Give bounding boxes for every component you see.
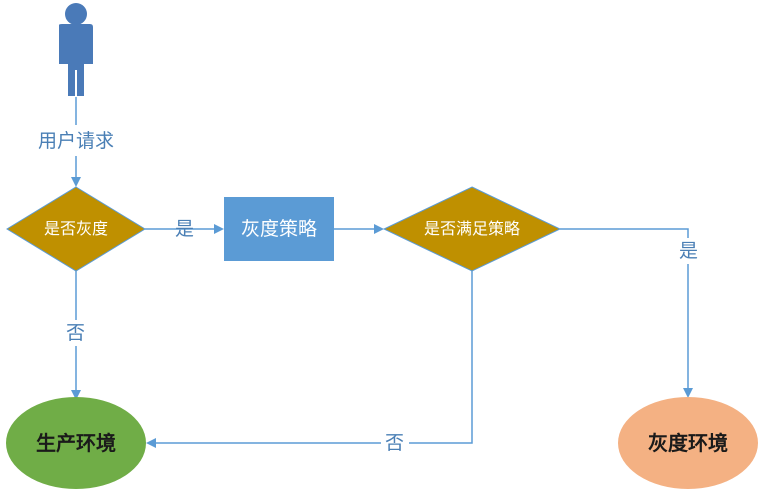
edge-label-no-gray: 否 xyxy=(66,322,86,344)
env-production xyxy=(6,397,146,489)
connector-meets-no xyxy=(146,271,473,448)
edge-label-yes-gray: 是 xyxy=(175,218,195,240)
connector-meets-yes xyxy=(560,228,693,398)
edge-label-yes-meets: 是 xyxy=(679,240,699,262)
process-gray-strategy-label: 灰度策略 xyxy=(240,218,317,240)
person-icon xyxy=(59,3,93,96)
env-gray xyxy=(618,397,758,489)
decision-is-gray xyxy=(6,186,146,272)
decision-is-gray-label: 是否灰度 xyxy=(43,219,108,238)
decision-meets-strategy-label: 是否满足策略 xyxy=(423,219,520,238)
env-production-label: 生产环境 xyxy=(36,431,116,455)
edge-label-user-request: 用户请求 xyxy=(37,130,114,152)
env-gray-label: 灰度环境 xyxy=(648,431,728,455)
decision-meets-strategy xyxy=(382,186,562,272)
process-gray-strategy xyxy=(224,197,334,261)
edge-label-no-meets: 否 xyxy=(385,432,405,454)
